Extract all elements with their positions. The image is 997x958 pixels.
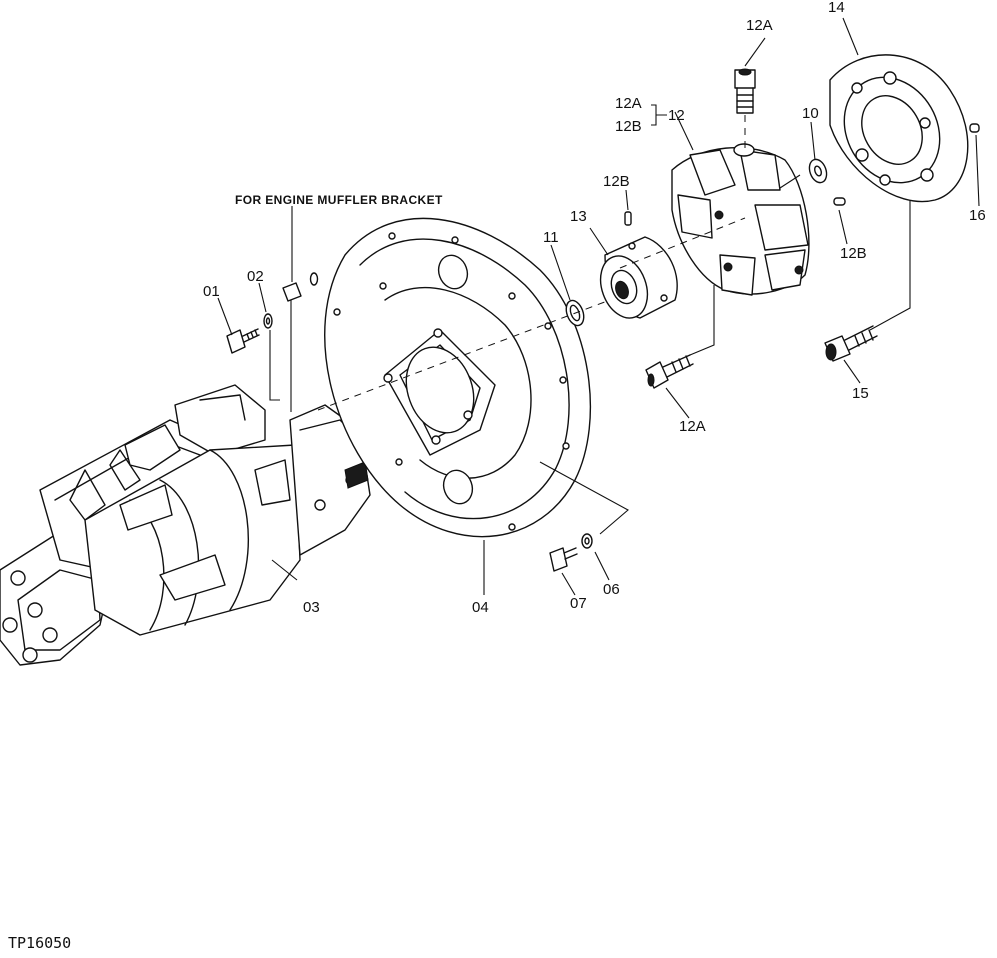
label-04: 04 xyxy=(472,599,489,616)
bolt-07 xyxy=(549,547,578,572)
hydraulic-pump-assembly xyxy=(0,384,371,666)
label-12b-bracket: 12B xyxy=(615,118,642,135)
bolt-15 xyxy=(824,325,878,362)
washer-02 xyxy=(263,313,273,329)
note-engine-muffler-bracket: FOR ENGINE MUFFLER BRACKET xyxy=(235,193,443,207)
pin-12b-right xyxy=(833,197,846,206)
label-12b-upper: 12B xyxy=(603,173,630,190)
label-03: 03 xyxy=(303,599,320,616)
bracket-bolt xyxy=(282,272,319,302)
pin-12b-upper xyxy=(624,211,632,226)
label-10: 10 xyxy=(802,105,819,122)
bolt-01 xyxy=(226,328,260,354)
label-15: 15 xyxy=(852,385,869,402)
flywheel-adapter-14 xyxy=(829,54,969,203)
label-12a-top: 12A xyxy=(746,17,773,34)
pin-16 xyxy=(969,123,980,133)
label-12a-lower: 12A xyxy=(679,418,706,435)
figure-code: TP16050 xyxy=(8,934,71,952)
label-14: 14 xyxy=(828,0,845,16)
bolt-12a-top xyxy=(734,68,756,114)
hub-13 xyxy=(599,236,678,319)
label-12: 12 xyxy=(668,107,685,124)
coupling-element-12 xyxy=(671,143,810,296)
washer-10 xyxy=(808,158,828,184)
label-06: 06 xyxy=(603,581,620,598)
label-01: 01 xyxy=(203,283,220,300)
label-02: 02 xyxy=(247,268,264,285)
washer-06 xyxy=(581,533,593,549)
mounting-plate xyxy=(324,217,591,538)
label-07: 07 xyxy=(570,595,587,612)
assembly-lines xyxy=(269,115,911,535)
label-13: 13 xyxy=(570,208,587,225)
label-16: 16 xyxy=(969,207,986,224)
label-12b-right: 12B xyxy=(840,245,867,262)
callout-leaders xyxy=(217,17,980,596)
label-11: 11 xyxy=(543,229,559,246)
label-12a-bracket: 12A xyxy=(615,95,642,112)
bolt-12a-lower xyxy=(645,354,694,389)
